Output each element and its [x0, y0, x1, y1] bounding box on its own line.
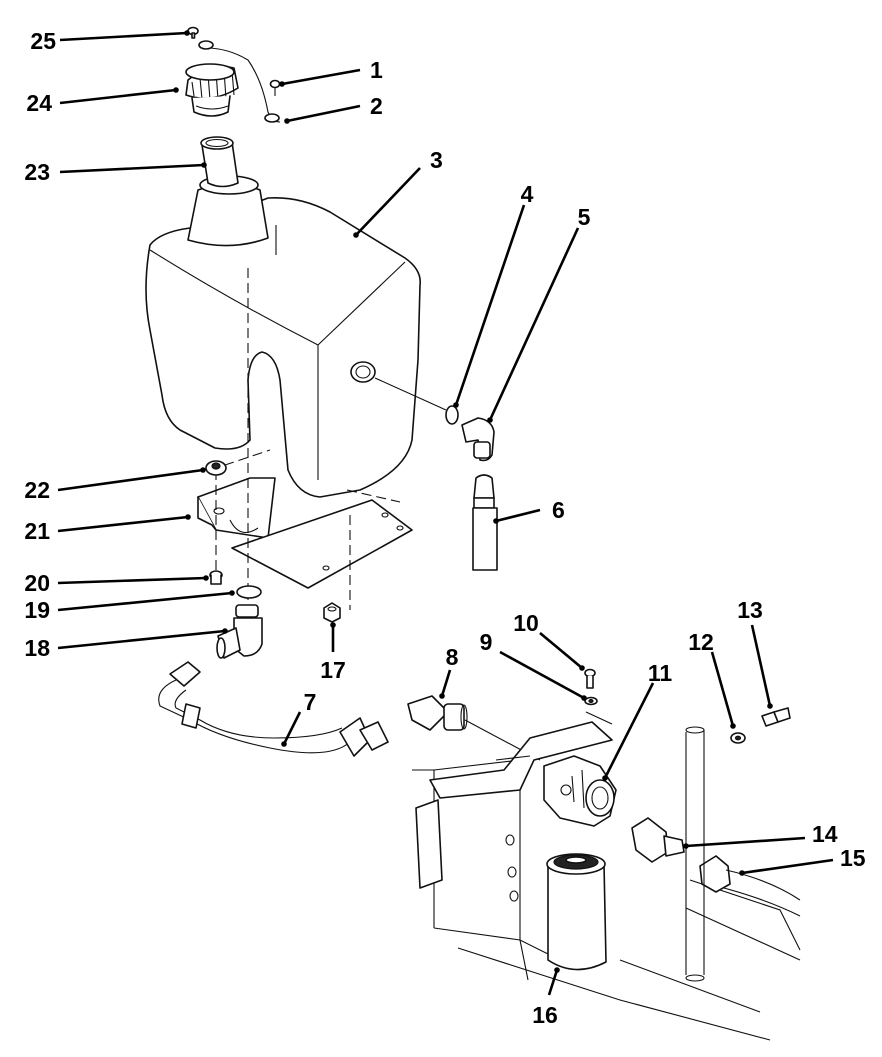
- vertical-post: [685, 726, 705, 982]
- callout-22: 22: [24, 477, 50, 503]
- cap-screw-13: [761, 707, 791, 727]
- elbow-fitting: [461, 417, 495, 462]
- callout-25: 25: [30, 28, 56, 54]
- callout-3: 3: [430, 147, 443, 173]
- filter-head: [543, 755, 617, 827]
- hose-15: [699, 855, 801, 917]
- frame-rail: [412, 759, 801, 1041]
- filler-cap: [185, 63, 239, 117]
- callout-24: 24: [26, 90, 52, 116]
- mounting-plate: [231, 499, 413, 589]
- washer-12: [730, 732, 746, 744]
- callout-labels: 1 2 3 4 5 6 7 8 9 10 11 12 13 14 15 16 1…: [24, 28, 865, 1028]
- callout-2: 2: [370, 93, 383, 119]
- hose-7: [158, 661, 389, 757]
- cap-tether-strap: [198, 40, 281, 123]
- callout-19: 19: [24, 597, 50, 623]
- elbow-fitting-8: [407, 695, 468, 731]
- bolt-10: [584, 668, 596, 689]
- washer-9: [584, 696, 598, 706]
- bolt-20: [209, 570, 223, 585]
- adapter-fitting-14: [631, 817, 685, 863]
- callout-16: 16: [532, 1002, 558, 1028]
- o-ring-19: [236, 585, 262, 599]
- leader-lines: [57, 30, 834, 996]
- grommet: [205, 460, 227, 476]
- callout-14: 14: [812, 821, 838, 847]
- callout-18: 18: [24, 635, 50, 661]
- callout-8: 8: [446, 644, 459, 670]
- o-ring: [445, 405, 459, 425]
- hose-6: [472, 474, 498, 571]
- callout-12: 12: [688, 629, 714, 655]
- callout-15: 15: [840, 845, 866, 871]
- callout-17: 17: [320, 657, 346, 683]
- callout-21: 21: [24, 518, 50, 544]
- callout-20: 20: [24, 570, 50, 596]
- elbow-fitting-18: [216, 604, 263, 659]
- small-screw: [269, 79, 281, 96]
- filler-neck-strainer: [200, 136, 239, 188]
- callout-13: 13: [737, 597, 763, 623]
- nut-17: [323, 602, 341, 623]
- callout-23: 23: [24, 159, 50, 185]
- hydraulic-tank: [145, 175, 422, 498]
- callout-5: 5: [578, 204, 591, 230]
- mounting-bracket: [197, 477, 276, 539]
- callout-10: 10: [513, 610, 539, 636]
- filter-element: [546, 853, 607, 971]
- callout-9: 9: [480, 629, 493, 655]
- callout-6: 6: [552, 497, 565, 523]
- callout-11: 11: [648, 660, 673, 686]
- filter-head-bracket: [429, 711, 613, 799]
- callout-7: 7: [304, 689, 317, 715]
- callout-1: 1: [370, 57, 383, 83]
- callout-4: 4: [521, 181, 534, 207]
